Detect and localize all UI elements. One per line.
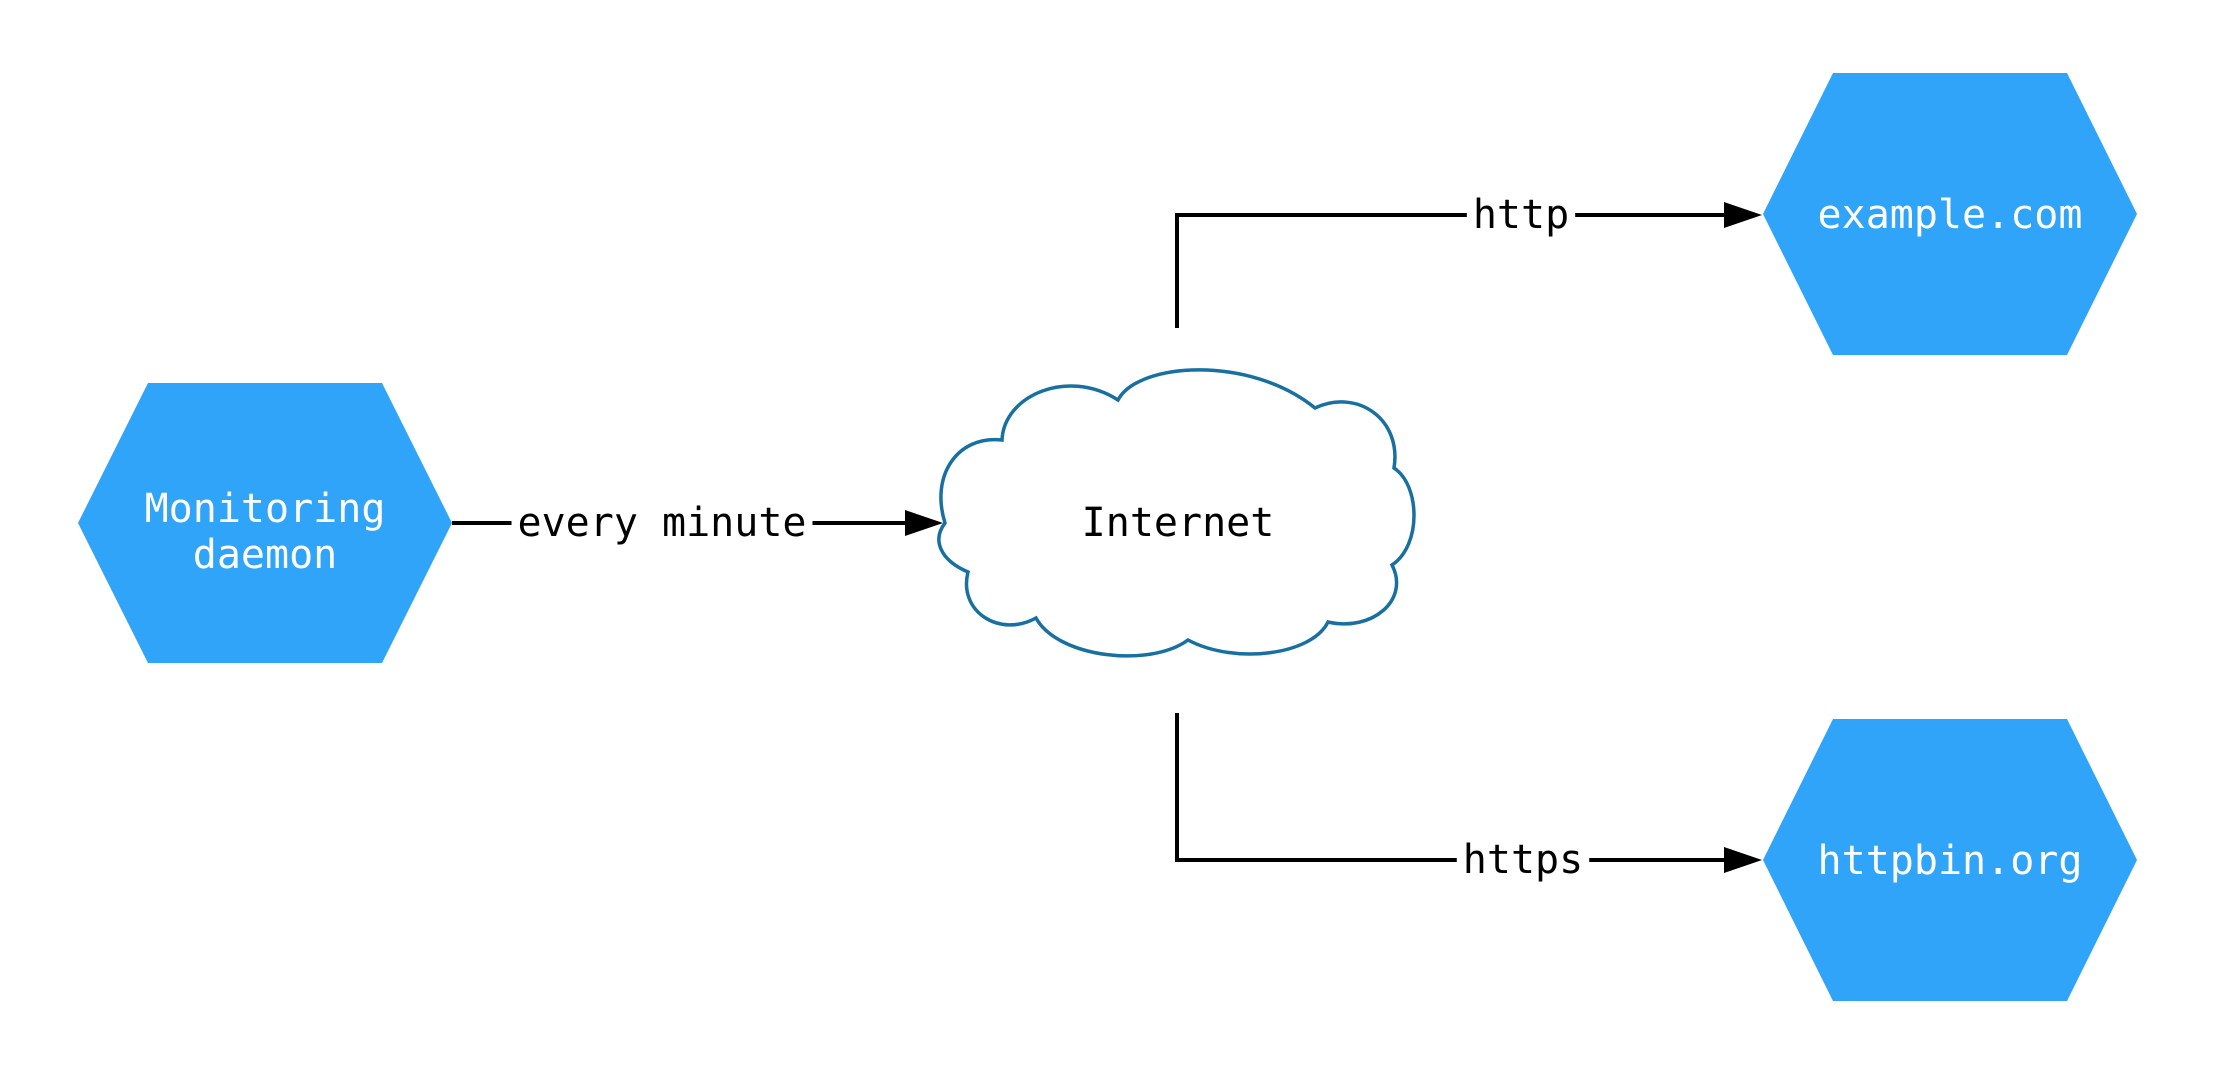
edge-label-background xyxy=(1466,190,1576,240)
node-label-example-com: example.com xyxy=(1818,192,2083,238)
node-label-internet: Internet xyxy=(1082,500,1275,546)
edge-monitoring-to-internet: every minute xyxy=(452,498,943,548)
node-label-monitoring-line1: Monitoring xyxy=(145,486,386,532)
edge-label-https: https xyxy=(1463,837,1583,883)
edge-internet-to-example: http xyxy=(1175,190,1762,328)
node-example-com: example.com xyxy=(1763,73,2137,355)
edge-label-http: http xyxy=(1473,192,1569,238)
node-internet-cloud: Internet xyxy=(937,368,1416,658)
edge-label-background xyxy=(511,498,813,548)
cloud-icon xyxy=(937,368,1416,658)
node-label-monitoring-line2: daemon xyxy=(193,532,338,578)
hexagon-shape xyxy=(78,383,452,663)
hexagon-shape xyxy=(1763,73,2137,355)
edge-label-background xyxy=(1456,835,1590,885)
arrowhead-icon xyxy=(1724,202,1762,228)
arrowhead-icon xyxy=(905,510,943,536)
edge-internet-to-httpbin: https xyxy=(1175,713,1762,885)
node-label-httpbin-org: httpbin.org xyxy=(1818,838,2083,884)
edge-label-every-minute: every minute xyxy=(518,500,807,546)
hexagon-shape xyxy=(1763,719,2137,1001)
arrowhead-icon xyxy=(1724,847,1762,873)
node-monitoring-daemon: Monitoring daemon xyxy=(78,383,452,663)
node-httpbin-org: httpbin.org xyxy=(1763,719,2137,1001)
